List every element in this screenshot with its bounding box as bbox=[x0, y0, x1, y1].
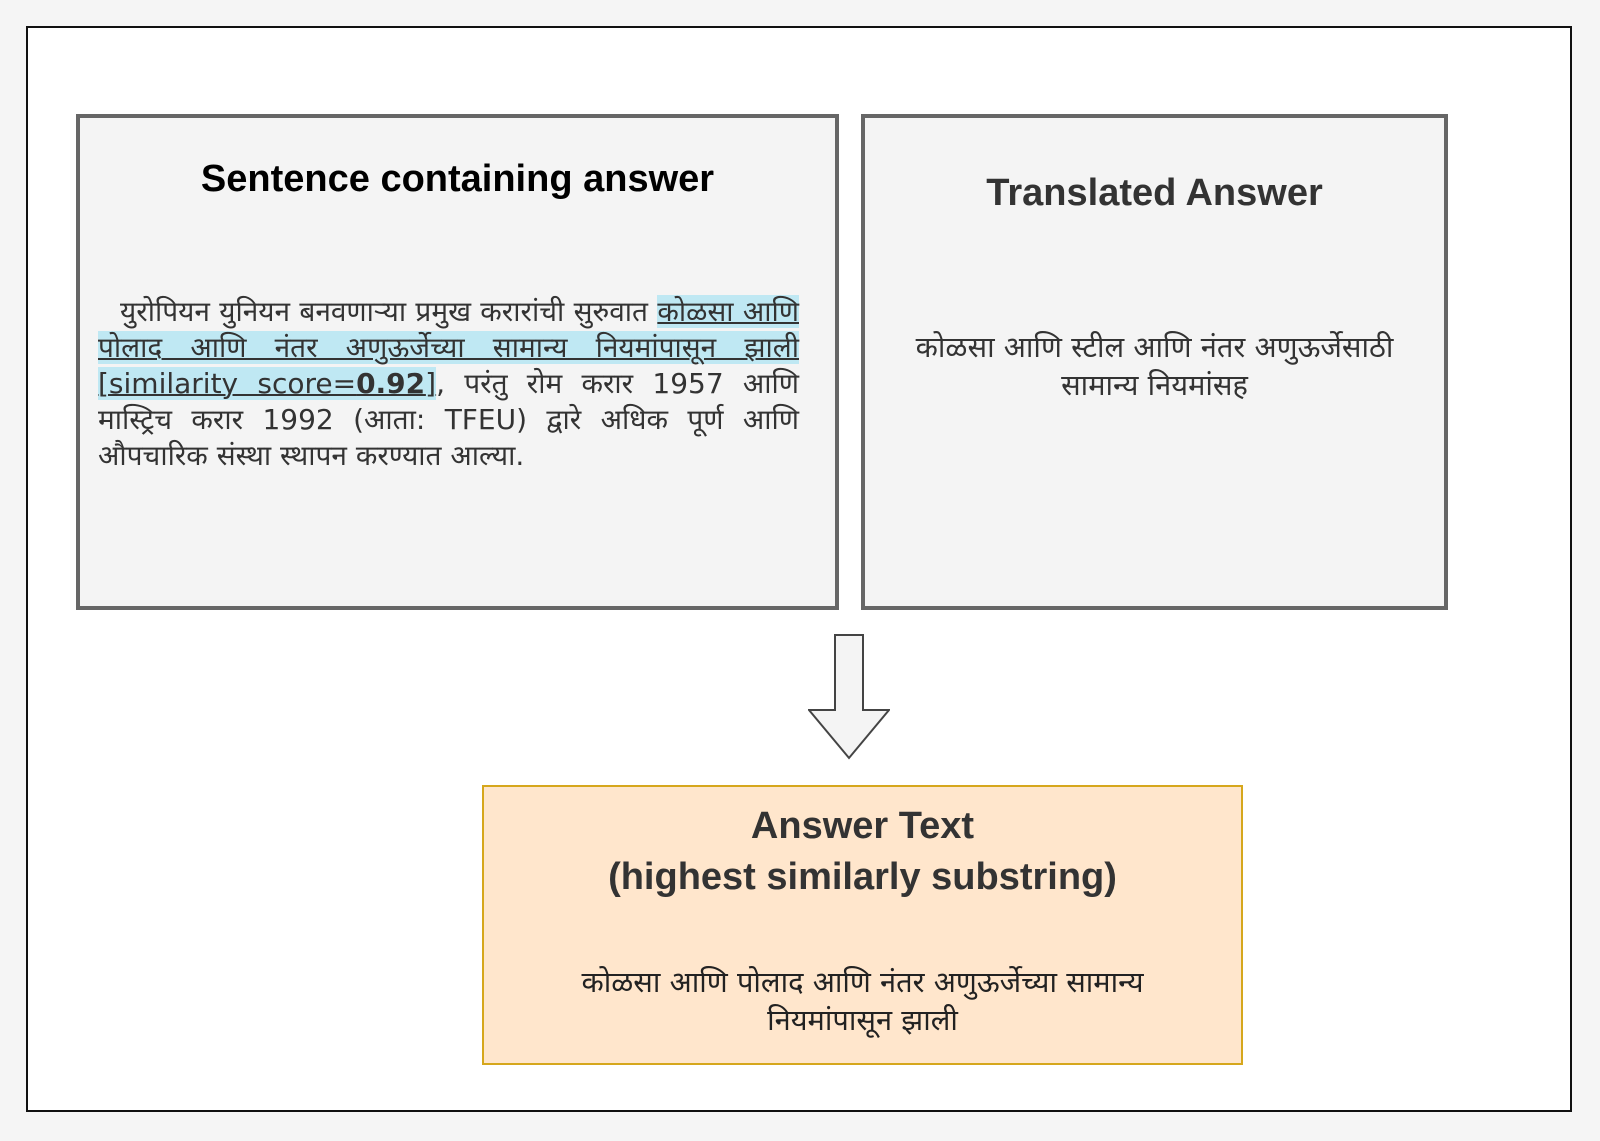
answer-text: कोळसा आणि पोलाद आणि नंतर अणुऊर्जेच्या सा… bbox=[494, 963, 1231, 1039]
translated-panel-title: Translated Answer bbox=[986, 172, 1323, 214]
answer-text-line-1: कोळसा आणि पोलाद आणि नंतर अणुऊर्जेच्या सा… bbox=[581, 965, 1144, 999]
sentence-panel: Sentence containing answer युरोपियन युनि… bbox=[76, 114, 839, 610]
similarity-score: 0.92 bbox=[356, 367, 426, 400]
translated-answer-text: कोळसा आणि स्टील आणि नंतर अणुऊर्जेसाठी सा… bbox=[875, 328, 1434, 404]
sentence-text: युरोपियन युनियन बनवणाऱ्या प्रमुख करारांच… bbox=[98, 294, 799, 474]
translated-panel: Translated Answer कोळसा आणि स्टील आणि नं… bbox=[861, 114, 1448, 610]
translated-answer-line-2: सामान्य नियमांसह bbox=[1061, 368, 1248, 402]
sentence-text-before: युरोपियन युनियन बनवणाऱ्या प्रमुख करारांच… bbox=[120, 295, 658, 328]
answer-text-box: Answer Text (highest similarly substring… bbox=[482, 785, 1243, 1065]
down-arrow-icon bbox=[808, 634, 890, 760]
translated-answer-line-1: कोळसा आणि स्टील आणि नंतर अणुऊर्जेसाठी bbox=[915, 330, 1394, 364]
sentence-panel-title: Sentence containing answer bbox=[200, 158, 715, 200]
answer-text-line-2: नियमांपासून झाली bbox=[767, 1003, 958, 1037]
sentence-text-after: , परंतु रोम करार 1957 आणि मास्ट्रिच करार… bbox=[98, 367, 799, 472]
answer-box-title: Answer Text (highest similarly substring… bbox=[484, 801, 1241, 903]
sentence-highlight-text: कोळसा आणि पोलाद आणि नंतर अणुऊर्जेच्या सा… bbox=[98, 295, 799, 400]
answer-box-title-line-1: Answer Text bbox=[750, 805, 975, 847]
answer-box-title-line-2: (highest similarly substring) bbox=[608, 856, 1117, 898]
sentence-highlight-close: ] bbox=[425, 367, 437, 400]
